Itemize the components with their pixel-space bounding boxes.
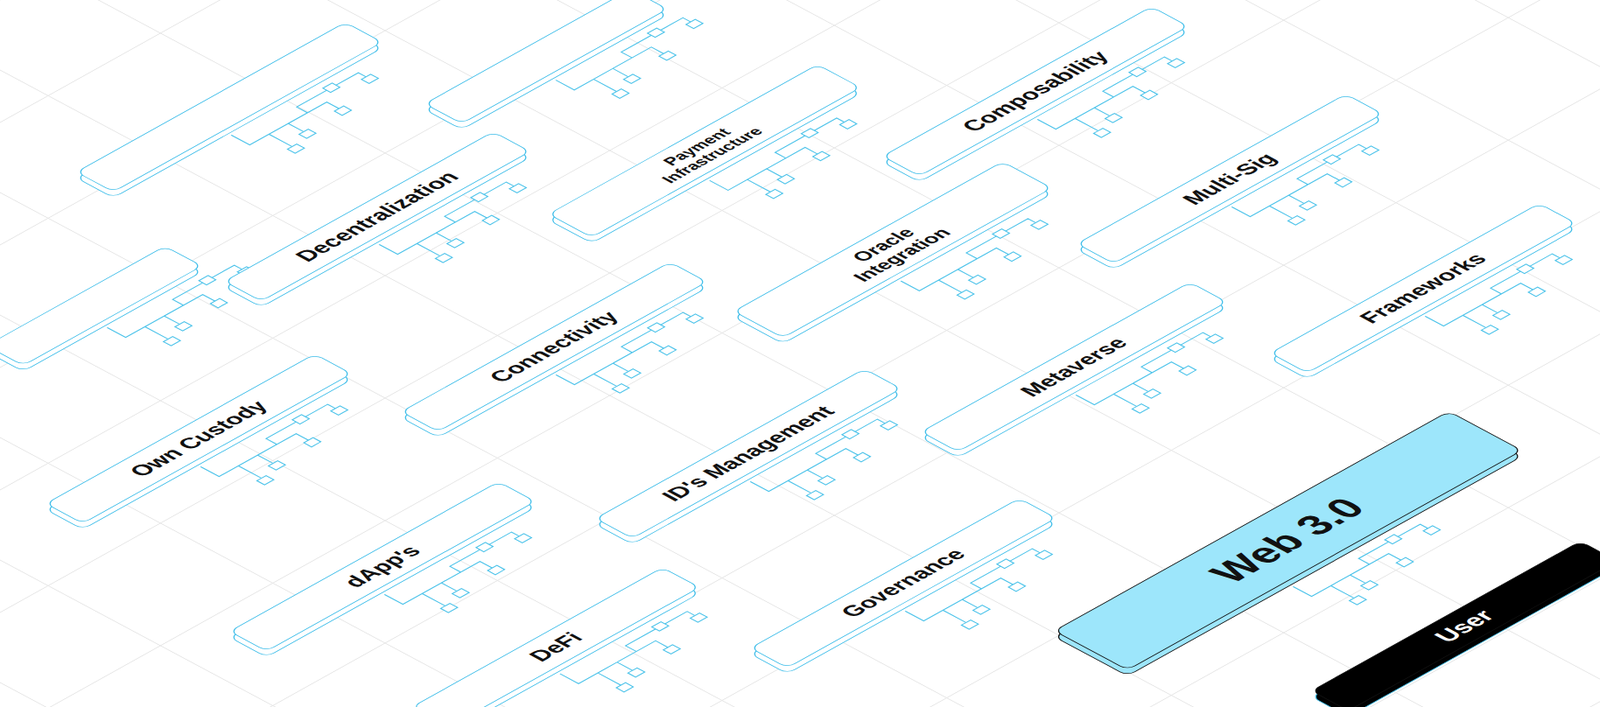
feature-tile: User: [1311, 541, 1600, 707]
grid-line: [0, 0, 1600, 368]
grid-line: [0, 0, 1600, 435]
grid-line: [0, 0, 1600, 680]
tile-label: Own Custody: [125, 398, 274, 481]
feature-tile: Frameworks: [1270, 203, 1578, 374]
tile-label: ID's Management: [656, 403, 839, 505]
feature-tile: dApp's: [229, 481, 537, 652]
empty-tile: [423, 0, 668, 124]
empty-tile: [0, 245, 203, 366]
tile-face: [423, 0, 668, 124]
feature-tile: Decentralization: [224, 131, 532, 302]
text-holder: Connectivity: [484, 308, 625, 386]
tile-label: Decentralization: [290, 168, 464, 265]
grid-line: [0, 0, 1600, 67]
grid-line: [0, 89, 1600, 707]
feature-tile: Connectivity: [400, 261, 709, 432]
feature-tile: DeFi: [411, 567, 701, 707]
text-holder: Decentralization: [290, 168, 464, 265]
empty-tile: [76, 21, 384, 192]
grid-line: [0, 334, 1600, 707]
grid-line: [0, 315, 1600, 707]
text-holder: Composability: [957, 48, 1115, 135]
feature-tile: Own Custody: [45, 353, 353, 524]
tile-label: Composability: [957, 48, 1115, 135]
feature-tile: Composability: [882, 7, 1190, 177]
feature-tile: Oracle Integration: [733, 161, 1053, 339]
grid-line: [0, 0, 1600, 613]
feature-tile: Metaverse: [919, 281, 1228, 452]
feature-tile: Multi-Sig: [1075, 93, 1383, 264]
feature-tile: Governance: [749, 498, 1057, 669]
text-holder: Own Custody: [125, 398, 274, 481]
text-holder: Frameworks: [1354, 251, 1493, 328]
feature-tile: Payment Infrastructure: [547, 63, 861, 238]
tile-label: Connectivity: [484, 308, 625, 386]
tile-face: [0, 245, 203, 366]
grid-line: [0, 0, 1600, 312]
feature-tile: ID's Management: [594, 369, 902, 540]
grid-line: [0, 70, 1600, 707]
grid-line: [0, 192, 1600, 707]
text-holder: ID's Management: [656, 403, 839, 505]
tile-label: Frameworks: [1354, 251, 1493, 328]
